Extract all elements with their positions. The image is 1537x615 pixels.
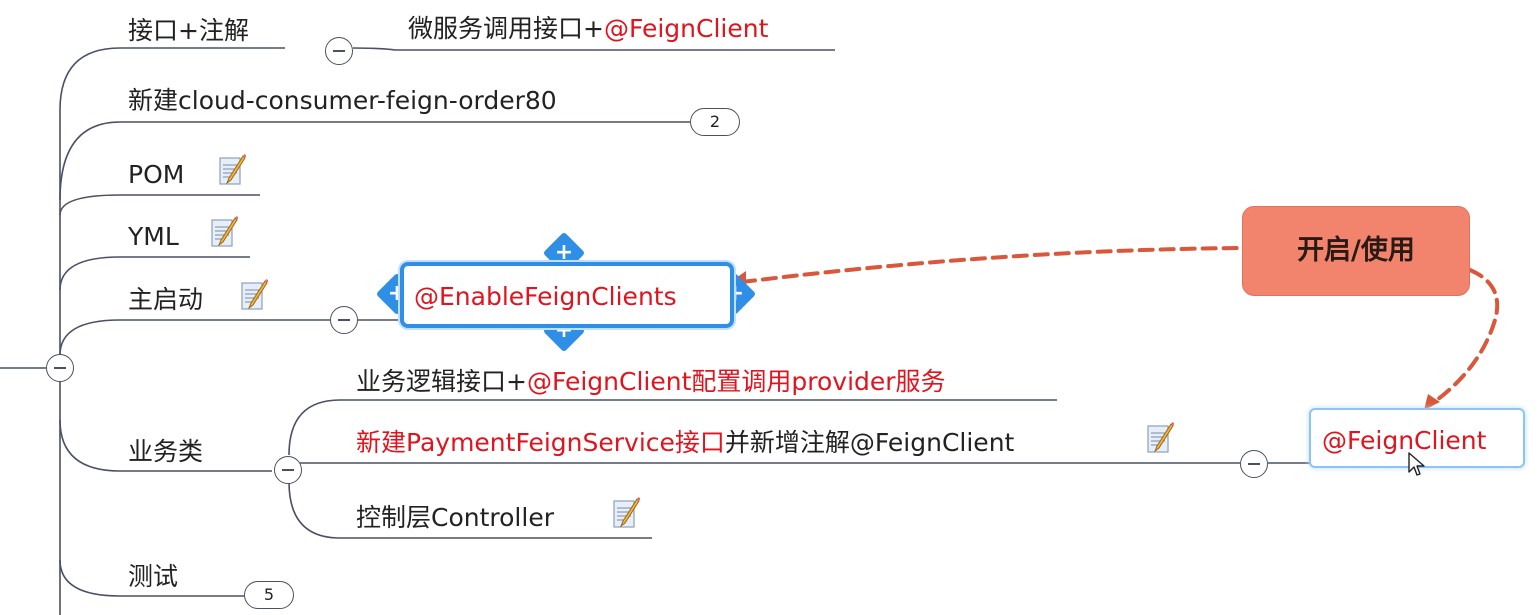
note-icon[interactable]: [240, 279, 268, 311]
topic-microservice-interface[interactable]: 微服务调用接口+@FeignClient: [408, 14, 768, 44]
topic-pom[interactable]: POM: [128, 160, 185, 189]
collapse-icon[interactable]: [274, 456, 302, 484]
topic-new-payment-feign-service[interactable]: 新建PaymentFeignService接口并新增注解@FeignClient: [356, 428, 1014, 458]
collapse-icon[interactable]: [46, 354, 74, 382]
collapsed-count-badge[interactable]: 2: [690, 108, 740, 136]
note-icon[interactable]: [612, 497, 640, 529]
topic-feign-client[interactable]: @FeignClient: [1322, 426, 1487, 455]
topic-text-red: @FeignClient配置调用provider服务: [526, 367, 946, 396]
topic-text-red: @FeignClient: [603, 14, 769, 43]
topic-business-logic-interface[interactable]: 业务逻辑接口+@FeignClient配置调用provider服务: [356, 367, 946, 397]
topic-yml[interactable]: YML: [128, 222, 179, 251]
note-icon[interactable]: [218, 154, 246, 186]
topic-business[interactable]: 业务类: [128, 437, 204, 466]
topic-text-plain: 并新增注解@FeignClient: [724, 428, 1015, 457]
note-icon[interactable]: [1146, 422, 1174, 454]
topic-main-start[interactable]: 主启动: [128, 285, 204, 314]
topic-text-plain: 微服务调用接口+: [408, 14, 604, 43]
note-icon[interactable]: [210, 216, 238, 248]
collapsed-count-badge[interactable]: 5: [244, 581, 294, 609]
topic-text-red: 新建PaymentFeignService接口: [356, 428, 725, 457]
feign-client-topic-frame[interactable]: [1309, 408, 1525, 468]
topic-test[interactable]: 测试: [128, 562, 179, 591]
selected-topic-frame[interactable]: [400, 262, 734, 328]
collapse-icon[interactable]: [1240, 450, 1268, 478]
topic-new-module[interactable]: 新建cloud-consumer-feign-order80: [128, 86, 557, 115]
collapse-icon[interactable]: [330, 306, 358, 334]
topic-interface-annotation[interactable]: 接口+注解: [128, 16, 249, 45]
collapse-icon[interactable]: [325, 37, 353, 65]
cursor-icon: [1408, 452, 1425, 476]
topic-controller[interactable]: 控制层Controller: [356, 503, 554, 532]
plus-handle-icon: +: [554, 240, 574, 265]
floating-topic-enable-use[interactable]: 开启/使用: [1242, 206, 1470, 296]
topic-enable-feign-clients[interactable]: @EnableFeignClients: [414, 282, 677, 311]
topic-text-plain: 业务逻辑接口+: [356, 367, 527, 396]
